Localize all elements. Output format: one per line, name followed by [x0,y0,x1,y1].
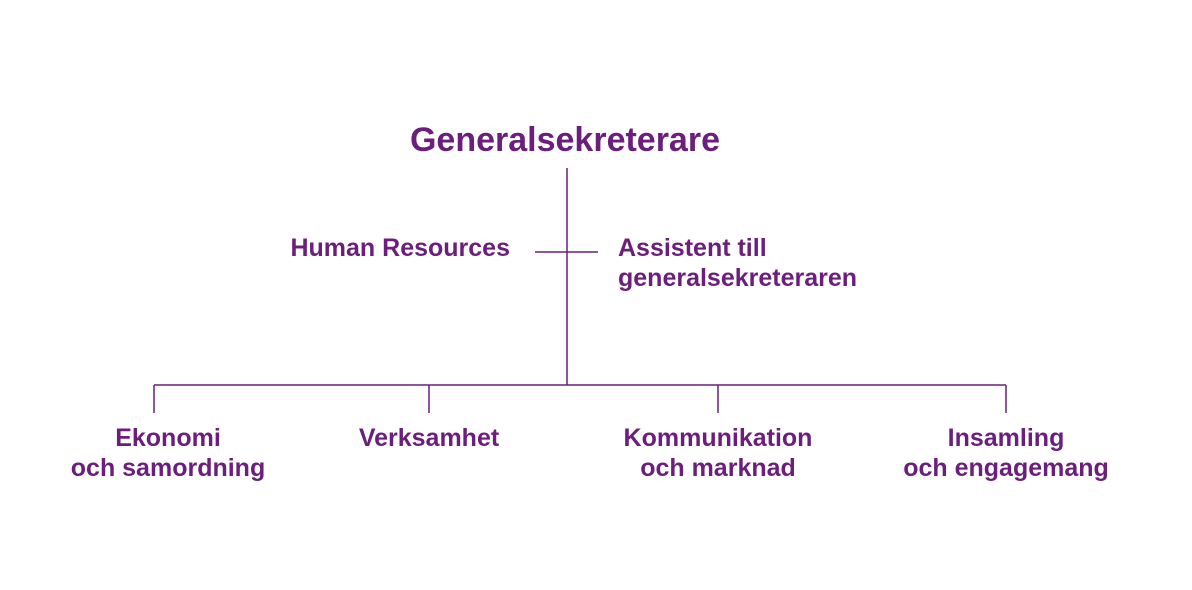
node-ekonomi: Ekonomi och samordning [18,423,318,483]
node-verksamhet: Verksamhet [279,423,579,453]
node-insamling: Insamling och engagemang [856,423,1156,483]
node-ekonomi-line-1: Ekonomi [115,424,221,452]
node-ekonomi-line-2: och samordning [70,454,266,482]
node-assistent-line-2: generalsekreteraren [618,264,858,292]
node-insamling-line-1: Insamling [947,424,1065,452]
node-verksamhet-line-1: Verksamhet [358,424,500,452]
node-generalsekreterare: Generalsekreterare [409,121,720,159]
node-kommunikation: Kommunikation och marknad [568,423,868,483]
node-assistent-line-1: Assistent till [618,234,767,262]
node-assistent: Assistent till generalsekreteraren [618,233,857,293]
node-kommunikation-line-2: och marknad [640,454,796,482]
node-kommunikation-line-1: Kommunikation [623,424,813,452]
node-insamling-line-2: och engagemang [903,454,1109,482]
node-human-resources: Human Resources [290,234,510,262]
